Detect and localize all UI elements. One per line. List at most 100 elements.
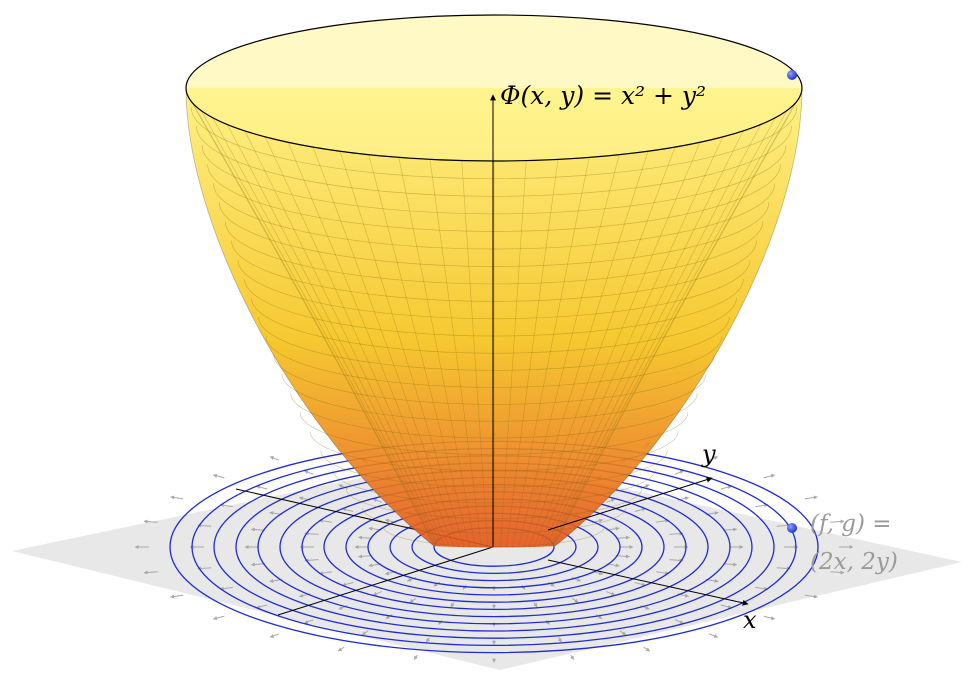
mesh-line: [231, 240, 757, 302]
field-arrow: [830, 519, 845, 524]
field-arrow: [708, 456, 719, 461]
function-label: Φ(x, y) = x² + y²: [500, 81, 706, 110]
field-arrow: [385, 614, 393, 620]
mesh-line: [542, 130, 744, 548]
mesh-line: [264, 136, 450, 548]
field-arrow: [606, 498, 616, 503]
y-axis-back: [277, 546, 494, 616]
mesh-line: [523, 151, 649, 548]
mesh-line: [552, 103, 796, 547]
field-arrow: [674, 470, 684, 475]
field-arrow: [358, 535, 373, 540]
field-arrow: [269, 456, 280, 461]
mesh-line: [207, 164, 781, 232]
field-arrow: [763, 615, 776, 621]
axis-x-label: x: [743, 606, 757, 634]
field-arrow: [341, 582, 354, 587]
mesh-line: [345, 488, 643, 519]
field-arrow: [250, 562, 265, 567]
field-arrow: [720, 604, 733, 609]
mesh-line: [332, 469, 656, 504]
field-arrow: [755, 586, 769, 591]
field-arrow: [212, 615, 225, 621]
field-arrow: [450, 602, 455, 608]
field-arrow: [170, 594, 184, 599]
mesh-line: [499, 160, 527, 548]
mesh-line: [212, 183, 776, 250]
mesh-line: [312, 146, 460, 548]
mesh-line: [196, 126, 792, 197]
field-arrow: [409, 597, 417, 603]
paraboloid-surface: [185, 14, 803, 548]
mesh-line: [224, 221, 764, 285]
mesh-line: [244, 130, 446, 548]
mesh-line: [512, 157, 590, 548]
mesh-line: [545, 124, 762, 548]
field-arrow: [341, 507, 354, 512]
mesh-line: [290, 393, 698, 439]
mesh-line: [309, 431, 679, 472]
mesh-line: [320, 450, 668, 488]
field-arrow: [337, 646, 345, 652]
field-arrow: [212, 473, 225, 479]
field-arrow: [361, 630, 369, 636]
x-axis-front: [547, 559, 749, 606]
field-arrow: [318, 518, 332, 523]
mesh-line: [506, 159, 559, 548]
point-marker-rim: [787, 70, 797, 80]
field-arrow: [619, 630, 627, 636]
y-axis-front: [547, 476, 713, 531]
mesh-line: [299, 412, 689, 455]
field-arrow: [615, 535, 630, 540]
ground-plane: [12, 455, 962, 670]
mesh-line: [201, 145, 787, 215]
mesh-line: [192, 103, 436, 547]
mesh-line: [553, 95, 801, 547]
mesh-line: [528, 146, 676, 548]
mesh-line: [461, 160, 489, 548]
field-arrow: [755, 503, 769, 508]
mesh-line: [265, 336, 723, 388]
field-arrow: [570, 654, 575, 660]
field-arrow: [595, 614, 603, 620]
mesh-line: [237, 259, 751, 320]
field-arrow: [656, 518, 670, 523]
mesh-line: [398, 157, 476, 548]
field-arrow: [656, 571, 670, 576]
mesh-line: [362, 507, 626, 534]
mesh-line: [339, 151, 465, 548]
field-arrow: [250, 527, 265, 532]
field-label-line2: (2x, 2y): [810, 549, 898, 575]
field-arrow: [143, 570, 158, 575]
field-arrow: [358, 554, 373, 559]
field-arrow: [255, 485, 268, 490]
field-arrow: [255, 604, 268, 609]
mesh-line: [200, 110, 438, 547]
mesh-line: [187, 95, 435, 547]
mesh-line: [533, 142, 701, 548]
mesh-line: [244, 278, 744, 337]
field-arrow: [804, 594, 818, 599]
mesh-line: [258, 316, 730, 371]
mesh-line: [538, 136, 724, 548]
field-arrow: [723, 562, 738, 567]
field-arrow: [219, 503, 233, 508]
field-arrow: [674, 619, 684, 624]
field-arrow: [269, 633, 280, 638]
field-arrow: [720, 485, 733, 490]
field-arrow: [643, 646, 651, 652]
field-label-line1: (f, g) =: [810, 511, 892, 537]
field-arrow: [372, 591, 382, 596]
field-arrow: [533, 602, 538, 608]
field-arrow: [413, 654, 418, 660]
field-arrow: [830, 570, 845, 575]
field-arrow: [372, 498, 382, 503]
mesh-line: [190, 107, 798, 180]
mesh-line: [251, 297, 737, 354]
field-arrow: [557, 637, 563, 643]
field-arrow: [318, 571, 332, 576]
field-arrow: [804, 495, 818, 500]
field-arrow: [723, 527, 738, 532]
